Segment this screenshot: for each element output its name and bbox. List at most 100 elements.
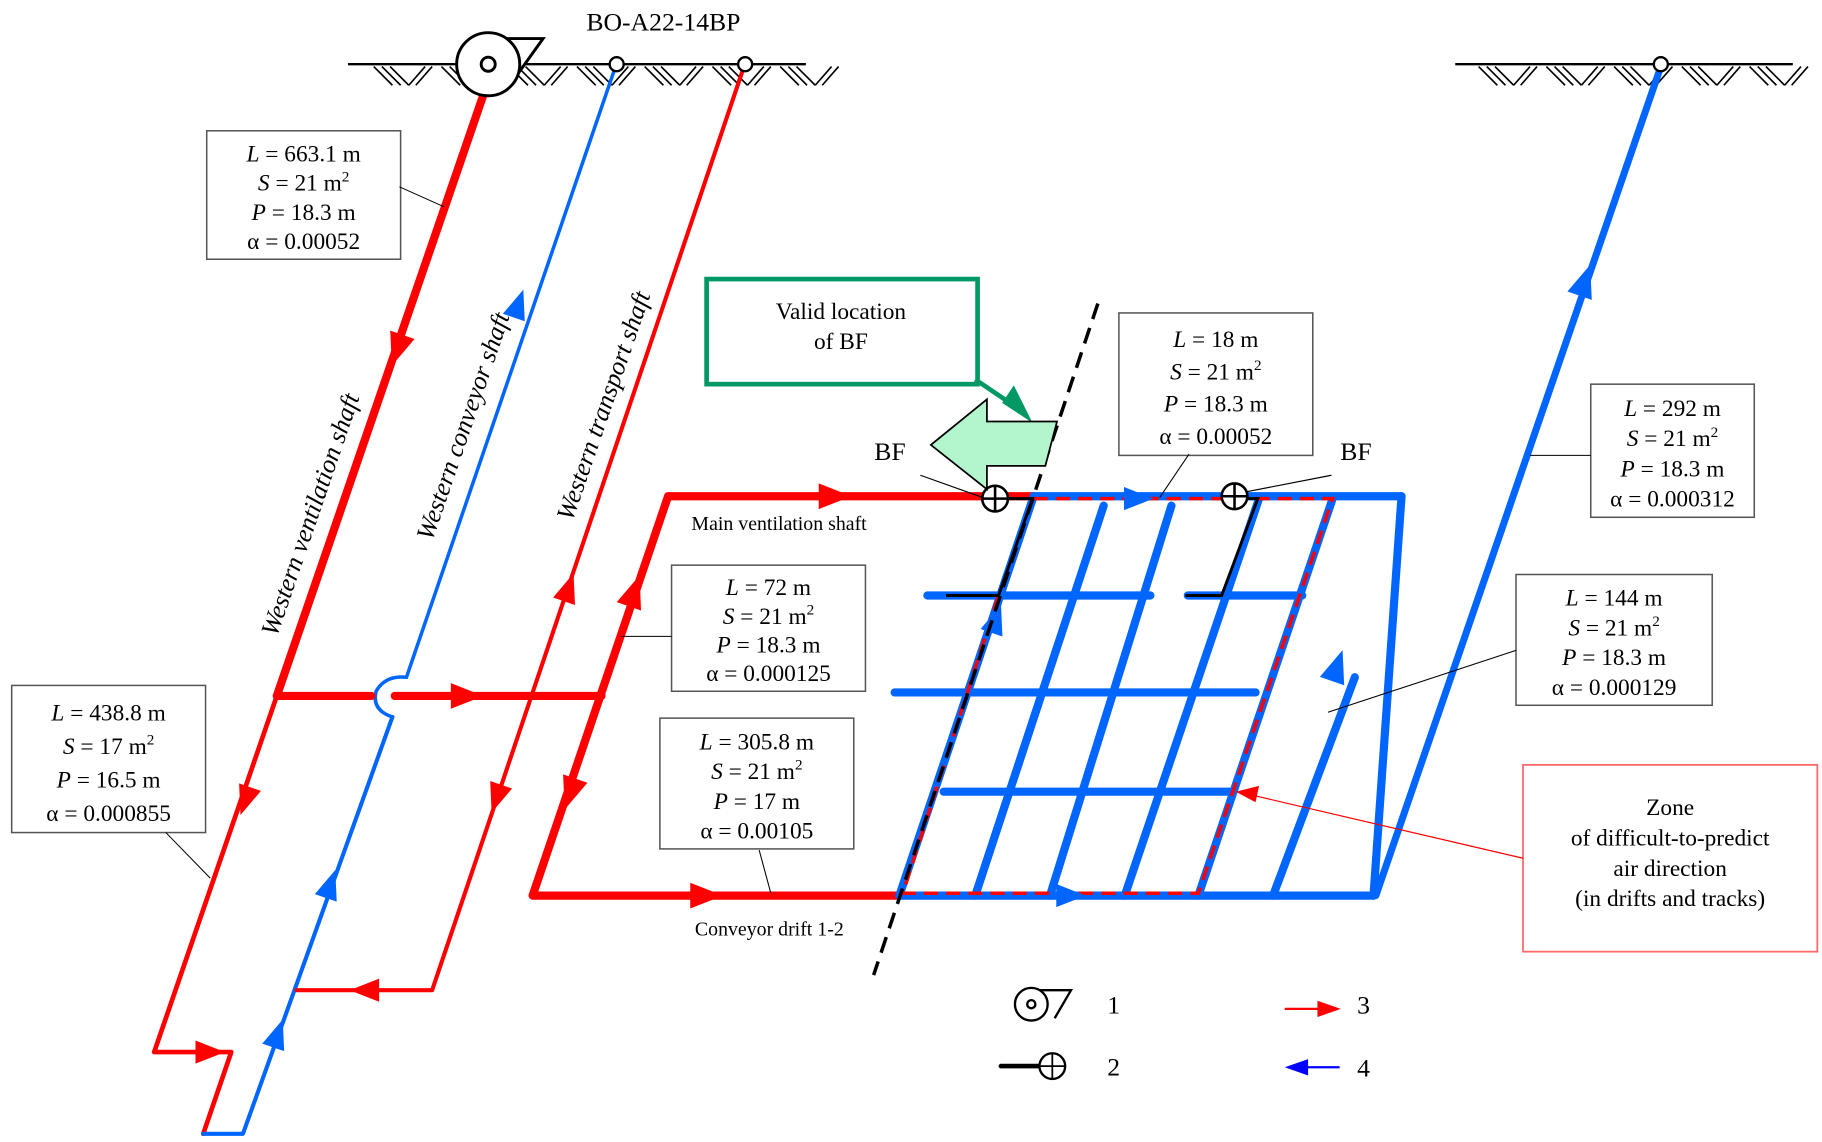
param-alpha: α = 0.000855 bbox=[46, 801, 171, 827]
shaft-mouth-right bbox=[1652, 56, 1669, 73]
grid-segment bbox=[971, 501, 1108, 900]
zone-note: Zone of difficult-to-predict air directi… bbox=[1235, 763, 1819, 953]
legend-item-4: 4 bbox=[1284, 1054, 1370, 1083]
flow-arrow bbox=[1567, 264, 1592, 300]
flow-arrow bbox=[1319, 650, 1345, 686]
param-box: L = 305.8 mS = 21 m2P = 17 mα = 0.00105 bbox=[659, 717, 855, 850]
legend-item-1: 1 bbox=[1013, 986, 1120, 1022]
flow-arrow bbox=[1056, 884, 1086, 908]
flow-arrow bbox=[502, 289, 525, 322]
param-L: L = 292 m bbox=[1623, 396, 1721, 422]
param-alpha: α = 0.000125 bbox=[706, 661, 831, 687]
legend-num-3: 3 bbox=[1357, 991, 1370, 1020]
param-box: L = 438.8 m S = 17 m2 P = 16.5 m α = 0.0008… bbox=[10, 684, 207, 834]
grid-segment bbox=[1045, 501, 1176, 900]
zone-line3: air direction bbox=[1613, 856, 1727, 882]
flow-arrow bbox=[195, 1040, 225, 1064]
zone-line4: (in drifts and tracks) bbox=[1575, 886, 1765, 912]
zone-line1: Zone bbox=[1646, 795, 1694, 821]
legend: 1 2 3 4 bbox=[998, 986, 1370, 1083]
boundary-dashed-line bbox=[871, 303, 1100, 976]
shaft-mouth-transport bbox=[736, 56, 754, 73]
bulkhead-icon bbox=[998, 1052, 1067, 1081]
ground-left bbox=[348, 63, 840, 86]
leader-lines bbox=[165, 186, 1591, 894]
label-main-ventilation-shaft: Main ventilation shaft bbox=[691, 513, 867, 535]
flow-arrow bbox=[490, 781, 513, 813]
param-P: P = 18.3 m bbox=[1561, 645, 1666, 671]
ground-right bbox=[1455, 63, 1809, 86]
param-L: L = 72 m bbox=[725, 575, 811, 601]
param-S: S = 21 m2 bbox=[1568, 613, 1659, 641]
valid-location-line2: of BF bbox=[814, 329, 868, 355]
legend-item-2: 2 bbox=[998, 1052, 1120, 1081]
param-P: P = 17 m bbox=[713, 789, 800, 815]
fan-icon bbox=[1013, 986, 1074, 1022]
flow-arrow bbox=[390, 330, 415, 366]
legend-num-4: 4 bbox=[1357, 1054, 1370, 1083]
param-alpha: α = 0.00052 bbox=[1159, 424, 1272, 450]
param-S: S = 21 m2 bbox=[1627, 424, 1718, 452]
flow-arrow bbox=[314, 870, 337, 902]
flow-arrow bbox=[1124, 487, 1154, 511]
param-P: P = 18.3 m bbox=[1620, 456, 1725, 482]
param-box: L = 72 mS = 21 m2 P = 18.3 mα = 0.000125 bbox=[670, 564, 867, 693]
shaft-mouth-conveyor bbox=[608, 56, 625, 73]
valid-location-callout: Valid location of BF bbox=[704, 276, 1059, 492]
flow-arrow bbox=[349, 978, 380, 1002]
param-L: L = 663.1 m bbox=[245, 141, 360, 167]
param-P: P = 18.3 m bbox=[251, 200, 356, 226]
param-L: L = 305.8 m bbox=[699, 729, 814, 755]
param-P: P = 18.3 m bbox=[1163, 392, 1268, 418]
param-box: L = 663.1 mS = 21 m2 P = 18.3 m α = 0.0005… bbox=[205, 130, 402, 260]
flow-arrow bbox=[690, 882, 723, 909]
param-box: L = 292 mS = 21 m2 P = 18.3 m α = 0.000312 bbox=[1589, 383, 1756, 519]
flow-arrow bbox=[450, 683, 484, 709]
legend-num-1: 1 bbox=[1107, 991, 1120, 1020]
western-ventilation-shaft bbox=[151, 86, 489, 1137]
flow-arrow bbox=[563, 774, 588, 810]
param-P: P = 16.5 m bbox=[56, 767, 161, 793]
legend-item-3: 3 bbox=[1284, 991, 1370, 1020]
bf-direction-arrow bbox=[929, 397, 1059, 492]
parameter-boxes: L = 663.1 mS = 21 m2P = 18.3 mα = 0.0005… bbox=[10, 130, 1756, 850]
bulkhead-icon bbox=[1220, 482, 1249, 511]
param-P: P = 18.3 m bbox=[716, 633, 821, 659]
param-alpha: α = 0.000129 bbox=[1552, 675, 1677, 701]
param-box: L = 144 mS = 21 m2 P = 18.3 m α = 0.000129 bbox=[1515, 573, 1713, 707]
flow-arrow bbox=[616, 575, 642, 611]
title-label: BO-A22-14BP bbox=[586, 7, 740, 36]
western-conveyor-shaft bbox=[201, 64, 618, 1136]
label-conveyor-drift: Conveyor drift 1-2 bbox=[695, 918, 844, 940]
bf-label-right: BF bbox=[1340, 437, 1371, 466]
param-alpha: α = 0.00052 bbox=[247, 229, 360, 255]
flow-arrow bbox=[818, 483, 852, 510]
grid-segment bbox=[1369, 492, 1406, 900]
param-S: S = 21 m2 bbox=[258, 168, 349, 196]
blue-arrow-icon bbox=[1284, 1059, 1340, 1076]
bf-label-left: BF bbox=[874, 437, 905, 466]
grid-segment bbox=[1120, 494, 1264, 900]
param-L: L = 144 m bbox=[1565, 586, 1663, 612]
flow-arrow bbox=[553, 573, 575, 606]
shaft-openings bbox=[608, 56, 1669, 73]
param-L: L = 18 m bbox=[1172, 327, 1258, 353]
bulkhead-icon bbox=[980, 484, 1010, 513]
right-shaft bbox=[1372, 63, 1665, 900]
flow-arrows bbox=[195, 264, 1592, 1064]
legend-num-2: 2 bbox=[1107, 1052, 1120, 1081]
flow-arrow bbox=[239, 783, 261, 815]
red-arrow-icon bbox=[1284, 1000, 1341, 1018]
param-S: S = 21 m2 bbox=[711, 757, 802, 785]
valid-location-line1: Valid location bbox=[776, 299, 907, 325]
param-S: S = 21 m2 bbox=[723, 602, 814, 630]
zone-line2: of difficult-to-predict bbox=[1571, 825, 1770, 851]
main-fan-icon bbox=[455, 31, 546, 98]
flow-arrow bbox=[262, 1019, 285, 1052]
param-L: L = 438.8 m bbox=[50, 701, 165, 727]
western-transport-shaft bbox=[294, 64, 747, 993]
param-S: S = 17 m2 bbox=[63, 732, 154, 760]
grid-segment bbox=[1268, 673, 1359, 900]
param-alpha: α = 0.000312 bbox=[1610, 487, 1735, 513]
